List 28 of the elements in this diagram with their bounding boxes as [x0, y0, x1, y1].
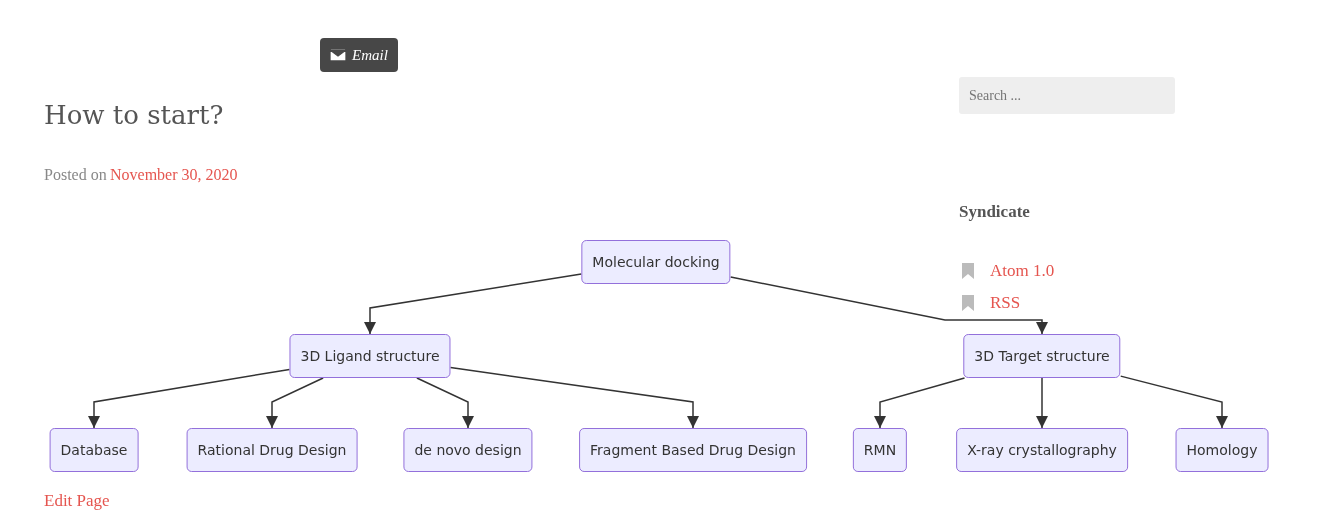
process-box: 3D Ligand structure — [289, 334, 451, 378]
process-box: 3D Target structure — [963, 334, 1121, 378]
feed-link: Atom 1.0 — [990, 261, 1055, 281]
feed-link: RSS — [990, 293, 1021, 313]
arrow — [729, 276, 1048, 335]
process-box: X-ray crystallography — [956, 428, 1128, 472]
posted-on-text: Posted on — [44, 166, 107, 184]
date-link: November 30, 2020 — [110, 166, 238, 184]
arrow — [416, 377, 474, 429]
arrow — [266, 377, 324, 429]
process-box: Database — [49, 428, 139, 472]
process-box: Homology — [1175, 428, 1269, 472]
arrow — [1036, 377, 1048, 429]
arrow — [874, 377, 966, 429]
process-box: Rational Drug Design — [186, 428, 358, 472]
arrow — [1119, 375, 1228, 429]
process-box: Fragment Based Drug Design — [579, 428, 807, 472]
arrow — [449, 366, 699, 429]
email-button: Email — [320, 38, 398, 72]
arrow — [364, 273, 583, 335]
sidebar-heading: Syndicate — [959, 202, 1030, 222]
arrow — [88, 368, 291, 429]
edit-page-link: Edit Page — [44, 491, 110, 511]
search-field: Search ... — [959, 77, 1175, 114]
process-box: RMN — [852, 428, 908, 472]
process-box: Molecular docking — [581, 240, 731, 284]
page-title: How to start? — [44, 100, 224, 130]
process-box: de novo design — [403, 428, 533, 472]
